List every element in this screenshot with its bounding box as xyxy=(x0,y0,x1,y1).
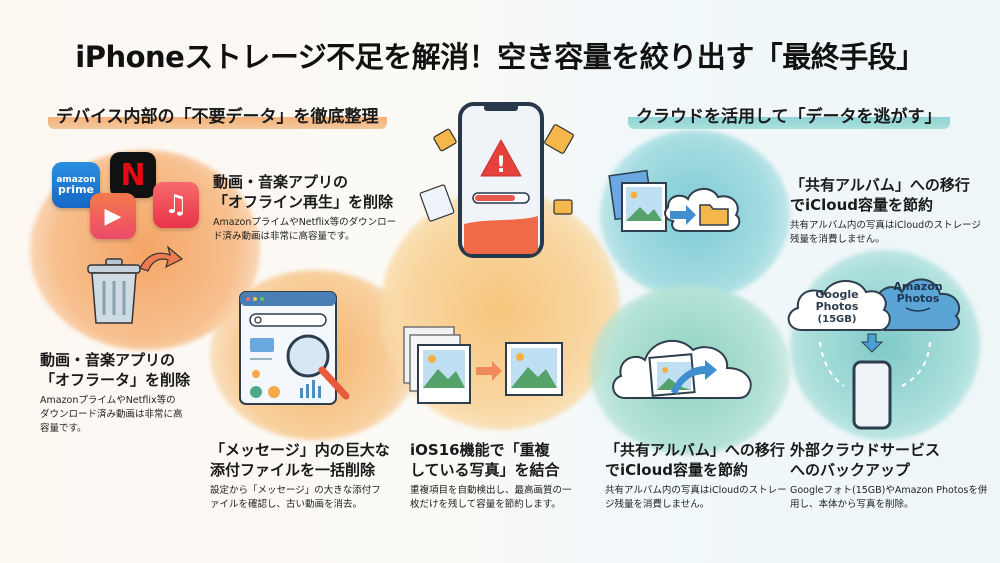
card-body: 重複項目を自動検出し、最高画質の一枚だけを残して容量を節約します。 xyxy=(410,485,572,510)
card-heading: 「オフライン再生」を削除 xyxy=(213,193,394,211)
card-shared-album-top: 「共有アルバム」への移行 でiCloud容量を節約 共有アルバム内の写真はiCl… xyxy=(790,175,990,247)
card-offline-data: 動画・音楽アプリの 「オフラータ」を削除 AmazonプライムやNetflix等… xyxy=(40,350,191,436)
card-body: 共有アルバム内の写真はiCloudのストレージ残量を消費しません。 xyxy=(605,485,787,510)
svg-text:(15GB): (15GB) xyxy=(818,314,857,325)
card-heading: 動画・音楽アプリの xyxy=(40,351,176,369)
amazon-text: amazon xyxy=(56,175,96,185)
cloud-shared-album-icon xyxy=(612,340,752,399)
card-heading: でiCloud容量を節約 xyxy=(605,461,749,479)
card-external-cloud: 外部クラウドサービス へのバックアップ Googleフォト(15GB)やAmaz… xyxy=(790,440,995,512)
card-duplicate-photos: iOS16機能で「重複 している写真」を結合 重複項目を自動検出し、最高画質の一… xyxy=(410,440,580,512)
browser-search-icon xyxy=(239,291,350,405)
prime-text: prime xyxy=(58,183,94,196)
svg-text:Photos: Photos xyxy=(816,300,859,313)
section-label-device: デバイス内部の「不要データ」を徹底整理 xyxy=(48,102,387,129)
svg-text:Amazon: Amazon xyxy=(893,280,942,293)
card-heading: している写真」を結合 xyxy=(410,461,560,479)
card-messages-attachments: 「メッセージ」内の巨大な 添付ファイルを一括削除 設定から「メッセージ」の大きな… xyxy=(210,440,390,512)
card-heading: iOS16機能で「重複 xyxy=(410,441,550,459)
trash-can-icon xyxy=(87,245,184,324)
photos-to-cloud-folder-icon xyxy=(608,169,741,232)
music-icon: ♫ xyxy=(153,182,199,228)
card-heading: 「共有アルバム」への移行 xyxy=(790,176,970,194)
duplicate-photos-icon xyxy=(403,326,563,404)
card-body: AmazonプライムやNetflix等のダウンロード済み動画は非常に高容量です。 xyxy=(213,217,397,242)
card-body: 共有アルバム内の写真はiCloudのストレージ残量を消費しません。 xyxy=(790,220,981,245)
play-video-icon: ▶ xyxy=(90,193,136,239)
card-heading: 「メッセージ」内の巨大な xyxy=(210,441,390,459)
section-label-cloud: クラウドを活用して「データを逃がす」 xyxy=(628,102,950,129)
card-offline-playback: 動画・音楽アプリの 「オフライン再生」を削除 AmazonプライムやNetfli… xyxy=(213,172,403,244)
card-heading: 「共有アルバム」への移行 xyxy=(605,441,785,459)
card-heading: 添付ファイルを一括削除 xyxy=(210,461,376,479)
card-heading: 「オフラータ」を削除 xyxy=(40,371,191,389)
card-heading: でiCloud容量を節約 xyxy=(790,196,934,214)
svg-text:Google: Google xyxy=(815,288,858,301)
svg-text:!: ! xyxy=(496,153,506,178)
netflix-icon: N xyxy=(110,152,156,198)
card-shared-album-bottom: 「共有アルバム」への移行 でiCloud容量を節約 共有アルバム内の写真はiCl… xyxy=(605,440,790,512)
card-body: Googleフォト(15GB)やAmazon Photosを併用し、本体から写真… xyxy=(790,485,988,510)
phone-warning-icon: ! xyxy=(419,102,574,258)
card-heading: 動画・音楽アプリの xyxy=(213,173,349,191)
card-body: AmazonプライムやNetflix等のダウンロード済み動画は非常に高容量です。 xyxy=(40,395,183,434)
external-clouds-icon: Google Photos (15GB) Amazon Photos xyxy=(787,278,961,430)
card-body: 設定から「メッセージ」の大きな添付ファイルを確認し、古い動画を消去。 xyxy=(210,485,381,510)
page-title: iPhoneストレージ不足を解消！空き容量を絞り出す「最終手段」 xyxy=(75,40,925,74)
card-heading: へのバックアップ xyxy=(790,461,911,479)
svg-text:Photos: Photos xyxy=(897,292,940,305)
card-heading: 外部クラウドサービス xyxy=(790,441,941,459)
